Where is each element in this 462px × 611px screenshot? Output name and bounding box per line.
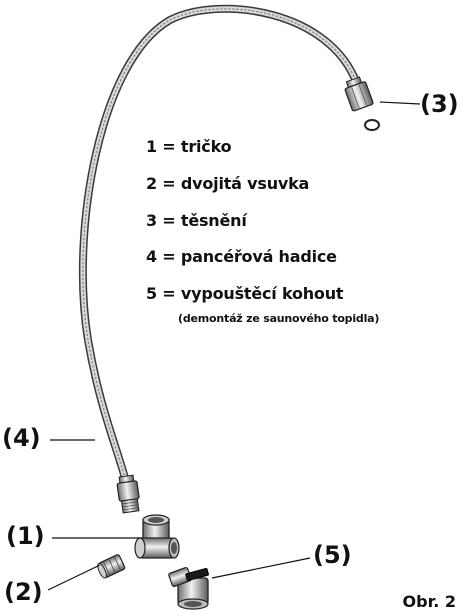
tee-fitting xyxy=(134,514,180,559)
legend-item-braided-hose: 4 = pancéřová hadice xyxy=(146,247,337,266)
callout-2: (2) xyxy=(4,578,43,606)
legend-item-gasket: 3 = těsnění xyxy=(146,211,247,230)
legend-item-drain-valve: 5 = vypouštěcí kohout xyxy=(146,284,344,303)
hose-top-nut xyxy=(344,76,374,112)
legend-item-tee: 1 = tričko xyxy=(146,137,232,156)
gasket xyxy=(364,119,380,131)
drain-valve xyxy=(168,566,209,610)
braided-hose xyxy=(78,4,361,486)
legend-note: (demontáž ze saunového topidla) xyxy=(178,312,380,325)
callout-5: (5) xyxy=(313,541,352,569)
callout-4: (4) xyxy=(2,424,41,452)
callout-leader-lines xyxy=(47,101,421,591)
double-nipple xyxy=(97,554,126,579)
callout-1: (1) xyxy=(6,522,45,550)
legend-item-double-nipple: 2 = dvojitá vsuvka xyxy=(146,174,310,193)
figure-label: Obr. 2 xyxy=(402,592,456,611)
callout-3: (3) xyxy=(420,90,459,118)
hose-bottom-fitting xyxy=(116,474,140,514)
